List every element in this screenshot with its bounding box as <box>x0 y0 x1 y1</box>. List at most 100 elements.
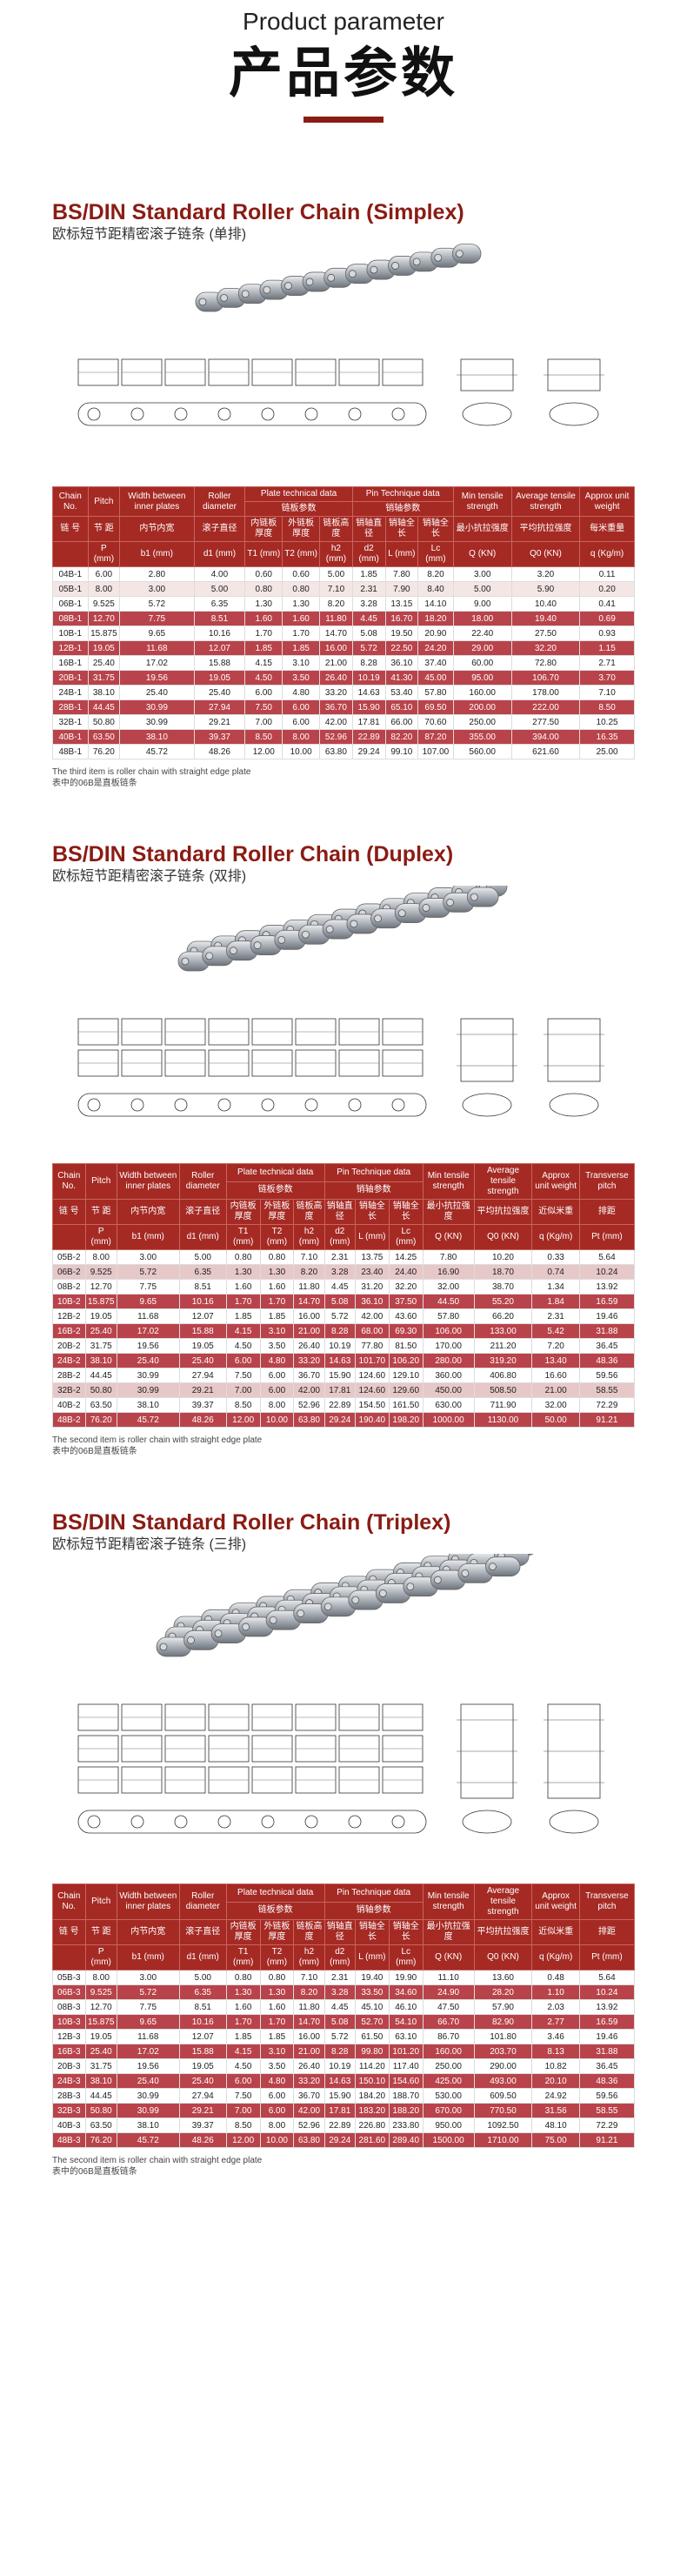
chain-side-view-drawing <box>77 402 427 426</box>
table-cell: 39.37 <box>193 729 246 745</box>
table-cell: 87.20 <box>417 729 454 745</box>
unit-cell: L (mm) <box>354 1224 390 1250</box>
table-cell: 1.70 <box>225 1294 261 1309</box>
chain-section: BS/DIN Standard Roller Chain (Duplex) 欧标… <box>0 841 687 1457</box>
unit-cell: Q (KN) <box>422 1224 475 1250</box>
unit-cell: P (mm) <box>87 541 121 567</box>
table-cell: 222.00 <box>510 699 581 715</box>
table-cell: 10B-3 <box>52 2014 86 2030</box>
unit-cell: Lc (mm) <box>417 541 454 567</box>
table-cell: 32B-3 <box>52 2103 86 2118</box>
table-cell: 1.60 <box>244 611 283 626</box>
table-cell: 31.75 <box>84 2058 117 2074</box>
table-cell: 29.24 <box>351 744 386 759</box>
table-cell: 0.80 <box>259 1970 295 1985</box>
table-cell: 5.08 <box>351 626 386 641</box>
table-cell: 124.60 <box>354 1368 390 1383</box>
table-cell: 63.50 <box>84 1397 117 1413</box>
table-header-row-cn2: 链 号节 距内节内宽滚子直径内链板厚度外链板厚度链板高度销轴直径销轴全长销轴全长… <box>52 1919 636 1945</box>
table-cell: 70.60 <box>417 714 454 730</box>
unit-cell: T2 (mm) <box>259 1224 295 1250</box>
table-cell: 10.20 <box>473 1249 533 1265</box>
table-cell: 30.99 <box>119 699 195 715</box>
page-header: Product parameter 产品参数 <box>0 0 687 123</box>
table-cell: 72.29 <box>578 1397 636 1413</box>
table-cell: 31.56 <box>531 2103 580 2118</box>
cn-label-q0: 平均抗拉强度 <box>473 1919 533 1945</box>
table-units-row: P (mm)b1 (mm)d1 (mm)T1 (mm)T2 (mm)h2 (mm… <box>52 1944 636 1970</box>
table-cell: 48B-1 <box>52 744 89 759</box>
table-cell: 24.90 <box>422 1984 475 2000</box>
title-underline <box>303 117 384 123</box>
table-cell: 2.80 <box>119 566 195 582</box>
cn-label-h2: 链板高度 <box>319 516 353 542</box>
table-cell: 14.63 <box>323 2073 356 2089</box>
table-cell: 493.00 <box>473 2073 533 2089</box>
unit-cell: Q (KN) <box>452 541 512 567</box>
chain-side-view-drawing <box>77 1810 427 1834</box>
unit-cell: L (mm) <box>354 1944 390 1970</box>
table-cell: 7.75 <box>116 1999 180 2015</box>
unit-blank <box>52 1944 86 1970</box>
table-cell: 31.88 <box>578 2044 636 2059</box>
cn-label-chain_no: 链 号 <box>52 516 89 542</box>
table-cell: 58.55 <box>578 1382 636 1398</box>
table-cell: 8.40 <box>417 581 454 597</box>
table-cell: 40B-2 <box>52 1397 86 1413</box>
table-cell: 08B-3 <box>52 1999 86 2015</box>
unit-cell: T2 (mm) <box>282 541 321 567</box>
table-cell: 63.50 <box>87 729 121 745</box>
table-cell: 11.10 <box>422 1970 475 1985</box>
table-cell: 30.99 <box>116 2103 180 2118</box>
table-cell: 19.56 <box>119 670 195 686</box>
table-cell: 86.70 <box>422 2029 475 2044</box>
table-cell: 7.90 <box>384 581 419 597</box>
table-cell: 6.00 <box>259 1368 295 1383</box>
table-cell: 38.10 <box>84 1353 117 1368</box>
table-cell: 7.20 <box>531 1338 580 1354</box>
table-cell: 277.50 <box>510 714 581 730</box>
note-cn: 表中的06B是直板链条 <box>52 2167 137 2177</box>
table-cell: 10.40 <box>510 596 581 612</box>
table-cell: 5.00 <box>452 581 512 597</box>
table-cell: 11.68 <box>116 1308 180 1324</box>
table-cell: 0.80 <box>244 581 283 597</box>
table-cell: 1.70 <box>259 1294 295 1309</box>
table-cell: 19.05 <box>193 670 246 686</box>
table-cell: 7.80 <box>384 566 419 582</box>
col-chain-no: Chain No. <box>52 1883 86 1920</box>
table-cell: 24.40 <box>388 1264 424 1280</box>
table-cell: 8.28 <box>351 655 386 671</box>
cn-label-width: 内节内宽 <box>116 1919 180 1945</box>
table-cell: 29.21 <box>178 1382 227 1398</box>
table-cell: 52.96 <box>319 729 353 745</box>
table-cell: 38.10 <box>84 2073 117 2089</box>
cn-label-q: 最小抗拉强度 <box>422 1199 475 1225</box>
table-cell: 1.70 <box>259 2014 295 2030</box>
chain-photo <box>156 1536 538 1657</box>
table-cell: 170.00 <box>422 1338 475 1354</box>
table-cell: 5.72 <box>323 1308 356 1324</box>
table-cell: 360.00 <box>422 1368 475 1383</box>
table-cell: 15.88 <box>178 2044 227 2059</box>
table-cell: 21.00 <box>319 655 353 671</box>
section-title: BS/DIN Standard Roller Chain (Triplex) <box>52 1510 451 1535</box>
table-cell: 53.40 <box>384 685 419 700</box>
col-weight: Approx unit weight <box>579 486 635 517</box>
col-min-tensile: Min tensile strength <box>422 1163 475 1200</box>
col-roller: Roller diameter <box>193 486 246 517</box>
cn-label-d2: 销轴直径 <box>323 1199 356 1225</box>
table-cell: 13.92 <box>578 1999 636 2015</box>
table-cell: 4.15 <box>244 655 283 671</box>
unit-cell: d1 (mm) <box>178 1944 227 1970</box>
table-cell: 0.11 <box>579 566 635 582</box>
table-cell: 37.50 <box>388 1294 424 1309</box>
table-cell: 319.20 <box>473 1353 533 1368</box>
table-cell: 129.60 <box>388 1382 424 1398</box>
cn-label-roller: 滚子直径 <box>193 516 246 542</box>
